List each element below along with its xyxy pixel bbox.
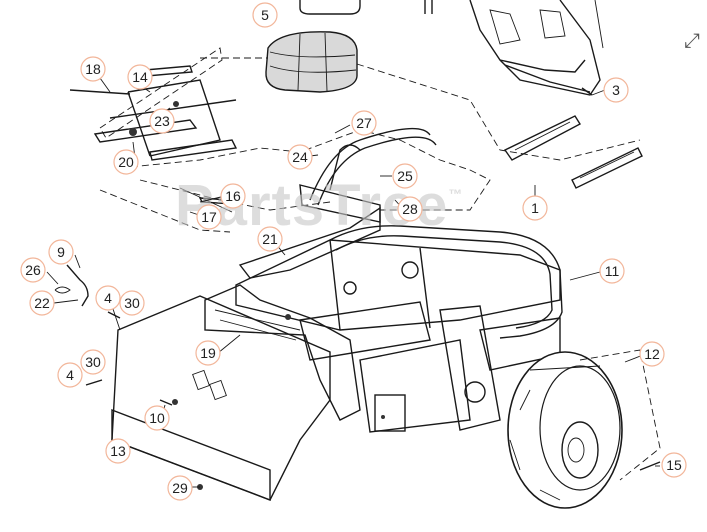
callout-27[interactable]: 27 xyxy=(351,110,377,136)
callout-29[interactable]: 29 xyxy=(167,475,193,501)
svg-text:22: 22 xyxy=(34,295,50,311)
bumper-bar xyxy=(329,225,563,339)
callout-4-upper[interactable]: 4 xyxy=(95,285,121,311)
svg-text:24: 24 xyxy=(292,149,308,165)
callout-21[interactable]: 21 xyxy=(257,226,283,252)
wheel xyxy=(507,349,661,509)
seat-rails xyxy=(503,115,643,189)
svg-text:3: 3 xyxy=(612,82,620,98)
callout-5[interactable]: 5 xyxy=(252,2,278,28)
callout-24[interactable]: 24 xyxy=(287,144,313,170)
callout-25[interactable]: 25 xyxy=(392,163,418,189)
callout-14[interactable]: 14 xyxy=(127,64,153,90)
fuel-lines xyxy=(309,127,437,206)
control-panel-outline xyxy=(119,129,491,211)
callout-26[interactable]: 26 xyxy=(20,257,46,283)
svg-text:17: 17 xyxy=(201,209,217,225)
callout-16[interactable]: 16 xyxy=(220,183,246,209)
svg-text:21: 21 xyxy=(262,231,278,247)
svg-text:13: 13 xyxy=(110,443,126,459)
callout-19[interactable]: 19 xyxy=(195,340,221,366)
svg-text:30: 30 xyxy=(124,295,140,311)
svg-text:26: 26 xyxy=(25,262,41,278)
svg-text:28: 28 xyxy=(402,201,418,217)
callout-9[interactable]: 9 xyxy=(48,239,74,265)
svg-text:12: 12 xyxy=(644,346,660,362)
svg-text:27: 27 xyxy=(356,115,372,131)
svg-text:11: 11 xyxy=(605,263,620,279)
main-frame xyxy=(204,239,561,433)
svg-text:16: 16 xyxy=(225,188,241,204)
fasteners xyxy=(54,87,661,471)
callout-30-upper[interactable]: 30 xyxy=(119,290,145,316)
callout-11[interactable]: 11 xyxy=(599,258,625,284)
callout-15[interactable]: 15 xyxy=(661,452,687,478)
callout-4-lower[interactable]: 4 xyxy=(57,362,83,388)
callout-1[interactable]: 1 xyxy=(522,195,548,221)
svg-text:25: 25 xyxy=(397,168,413,184)
svg-text:4: 4 xyxy=(104,290,112,306)
svg-text:14: 14 xyxy=(132,69,148,85)
svg-text:9: 9 xyxy=(57,244,65,260)
svg-text:23: 23 xyxy=(154,113,170,129)
svg-text:18: 18 xyxy=(85,61,101,77)
svg-text:5: 5 xyxy=(261,7,269,23)
callout-3[interactable]: 3 xyxy=(603,77,629,103)
callout-30-lower[interactable]: 30 xyxy=(80,349,106,375)
expand-icon[interactable]: ⤢ xyxy=(684,30,700,52)
svg-text:1: 1 xyxy=(531,200,539,216)
svg-text:20: 20 xyxy=(118,154,134,170)
lower-panel-outline xyxy=(99,179,331,233)
callout-18[interactable]: 18 xyxy=(80,56,106,82)
front-panel xyxy=(109,295,331,502)
callout-10[interactable]: 10 xyxy=(144,405,170,431)
seat-mount-outline xyxy=(200,57,641,161)
svg-text:15: 15 xyxy=(666,457,682,473)
svg-text:19: 19 xyxy=(200,345,216,361)
callout-28[interactable]: 28 xyxy=(397,196,423,222)
svg-text:29: 29 xyxy=(172,480,188,496)
callout-23[interactable]: 23 xyxy=(149,108,175,134)
callout-12[interactable]: 12 xyxy=(639,341,665,367)
callout-22[interactable]: 22 xyxy=(29,290,55,316)
seat-cushion xyxy=(265,31,358,93)
upper-body-part xyxy=(299,0,604,96)
svg-text:30: 30 xyxy=(85,354,101,370)
callout-20[interactable]: 20 xyxy=(113,149,139,175)
svg-text:4: 4 xyxy=(66,367,74,383)
callout-13[interactable]: 13 xyxy=(105,438,131,464)
svg-text:10: 10 xyxy=(149,410,165,426)
callout-17[interactable]: 17 xyxy=(196,204,222,230)
